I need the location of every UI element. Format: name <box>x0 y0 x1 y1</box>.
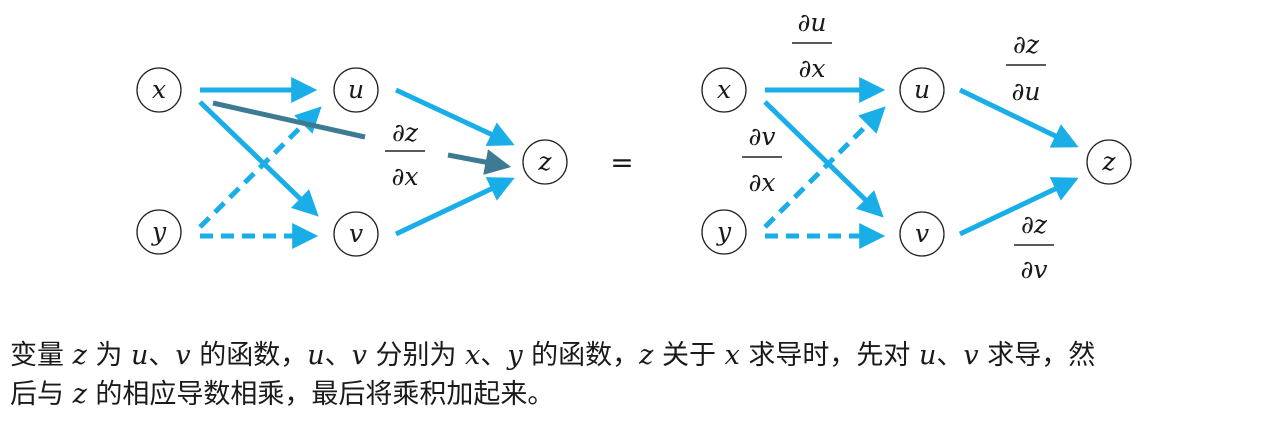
arrow-u-to-z <box>394 87 515 147</box>
arrow-v-to-z <box>394 177 515 237</box>
svg-text:x: x <box>717 75 731 104</box>
left-node-v: v <box>333 211 379 257</box>
right-node-x: x <box>701 67 747 113</box>
svg-text:z: z <box>1101 147 1116 176</box>
svg-text:∂v: ∂v <box>748 122 775 151</box>
svg-text:x: x <box>152 75 166 104</box>
caption-text: 、 <box>936 340 964 371</box>
right-fraction-dv-dx: ∂v ∂x <box>742 122 782 197</box>
arrow-x-to-v <box>198 100 319 217</box>
right-node-y: y <box>701 209 747 255</box>
caption-text: 求导时，先对 <box>739 340 919 371</box>
left-graph-arrows <box>198 77 515 249</box>
caption-math-var: z <box>72 340 87 371</box>
caption-math-var: v <box>175 340 191 371</box>
right-fraction-dz-du: ∂z ∂u <box>1006 30 1046 106</box>
svg-text:∂v: ∂v <box>1020 255 1047 284</box>
right-fraction-dz-dv: ∂z ∂v <box>1014 210 1054 284</box>
caption-text: 、 <box>480 340 508 371</box>
svg-text:∂x: ∂x <box>798 54 825 83</box>
right-graph-arrows <box>763 77 1079 249</box>
svg-text:v: v <box>915 219 929 248</box>
caption-text: 变量 <box>10 340 73 371</box>
svg-text:u: u <box>348 75 364 104</box>
caption-text: 为 <box>86 340 131 371</box>
equals-sign: = <box>610 146 633 179</box>
left-node-x: x <box>136 67 182 113</box>
caption-math-var: u <box>918 340 937 371</box>
caption-math-var: v <box>963 340 979 371</box>
svg-text:∂u: ∂u <box>1011 77 1040 106</box>
caption-text: 的函数， <box>190 340 308 371</box>
caption-text: 求导，然 <box>978 340 1096 371</box>
caption-math-var: z <box>639 340 654 371</box>
caption-math-var: v <box>351 340 367 371</box>
caption-math-var: x <box>724 340 740 371</box>
svg-text:∂z: ∂z <box>1021 210 1048 239</box>
caption-math-var: y <box>507 340 523 371</box>
chain-rule-diagram: x y u v z ∂z ∂x = x y <box>136 8 1132 284</box>
caption-text: 、 <box>324 340 352 371</box>
caption-text: 、 <box>148 340 176 371</box>
svg-text:∂u: ∂u <box>797 8 826 37</box>
arrow-x-to-z-direct-part1 <box>212 100 366 140</box>
caption-text: 的函数， <box>522 340 640 371</box>
caption-text: 的相应导数相乘，最后将乘积加起来。 <box>86 379 555 410</box>
caption: 变量 z 为 u、v 的函数，u、v 分别为 x、y 的函数，z 关于 x 求导… <box>10 336 1265 414</box>
svg-text:z: z <box>537 147 552 176</box>
caption-math-var: u <box>307 340 325 371</box>
svg-text:y: y <box>716 217 732 246</box>
arrow-u-to-z <box>958 87 1079 148</box>
left-node-z: z <box>522 139 568 185</box>
arrow-v-to-z <box>958 177 1079 237</box>
right-node-v: v <box>899 211 945 257</box>
svg-text:∂z: ∂z <box>1013 30 1040 59</box>
caption-math-var: u <box>131 340 149 371</box>
caption-text: 关于 <box>653 340 725 371</box>
svg-text:u: u <box>914 75 930 104</box>
arrow-y-to-u-dashed <box>198 106 322 229</box>
caption-math-var: x <box>465 340 481 371</box>
right-node-z: z <box>1086 139 1132 185</box>
right-node-u: u <box>899 67 945 113</box>
left-node-u: u <box>333 67 379 113</box>
caption-line-2: 后与 z 的相应导数相乘，最后将乘积加起来。 <box>10 375 1265 414</box>
svg-text:y: y <box>151 217 167 246</box>
caption-math-var: z <box>72 379 87 410</box>
caption-text: 分别为 <box>366 340 466 371</box>
svg-text:∂x: ∂x <box>748 168 775 197</box>
left-fraction-dz-dx: ∂z ∂x <box>385 118 425 191</box>
caption-text: 后与 <box>10 379 73 410</box>
arrow-x-to-z-direct-part2 <box>447 149 512 175</box>
arrow-y-to-u-dashed <box>763 106 886 229</box>
svg-text:∂z: ∂z <box>392 118 419 147</box>
arrow-x-to-v <box>763 100 884 218</box>
left-node-y: y <box>136 209 182 255</box>
svg-text:∂x: ∂x <box>391 162 418 191</box>
right-fraction-du-dx: ∂u ∂x <box>792 8 832 83</box>
svg-text:v: v <box>349 219 363 248</box>
caption-line-1: 变量 z 为 u、v 的函数，u、v 分别为 x、y 的函数，z 关于 x 求导… <box>10 336 1265 375</box>
